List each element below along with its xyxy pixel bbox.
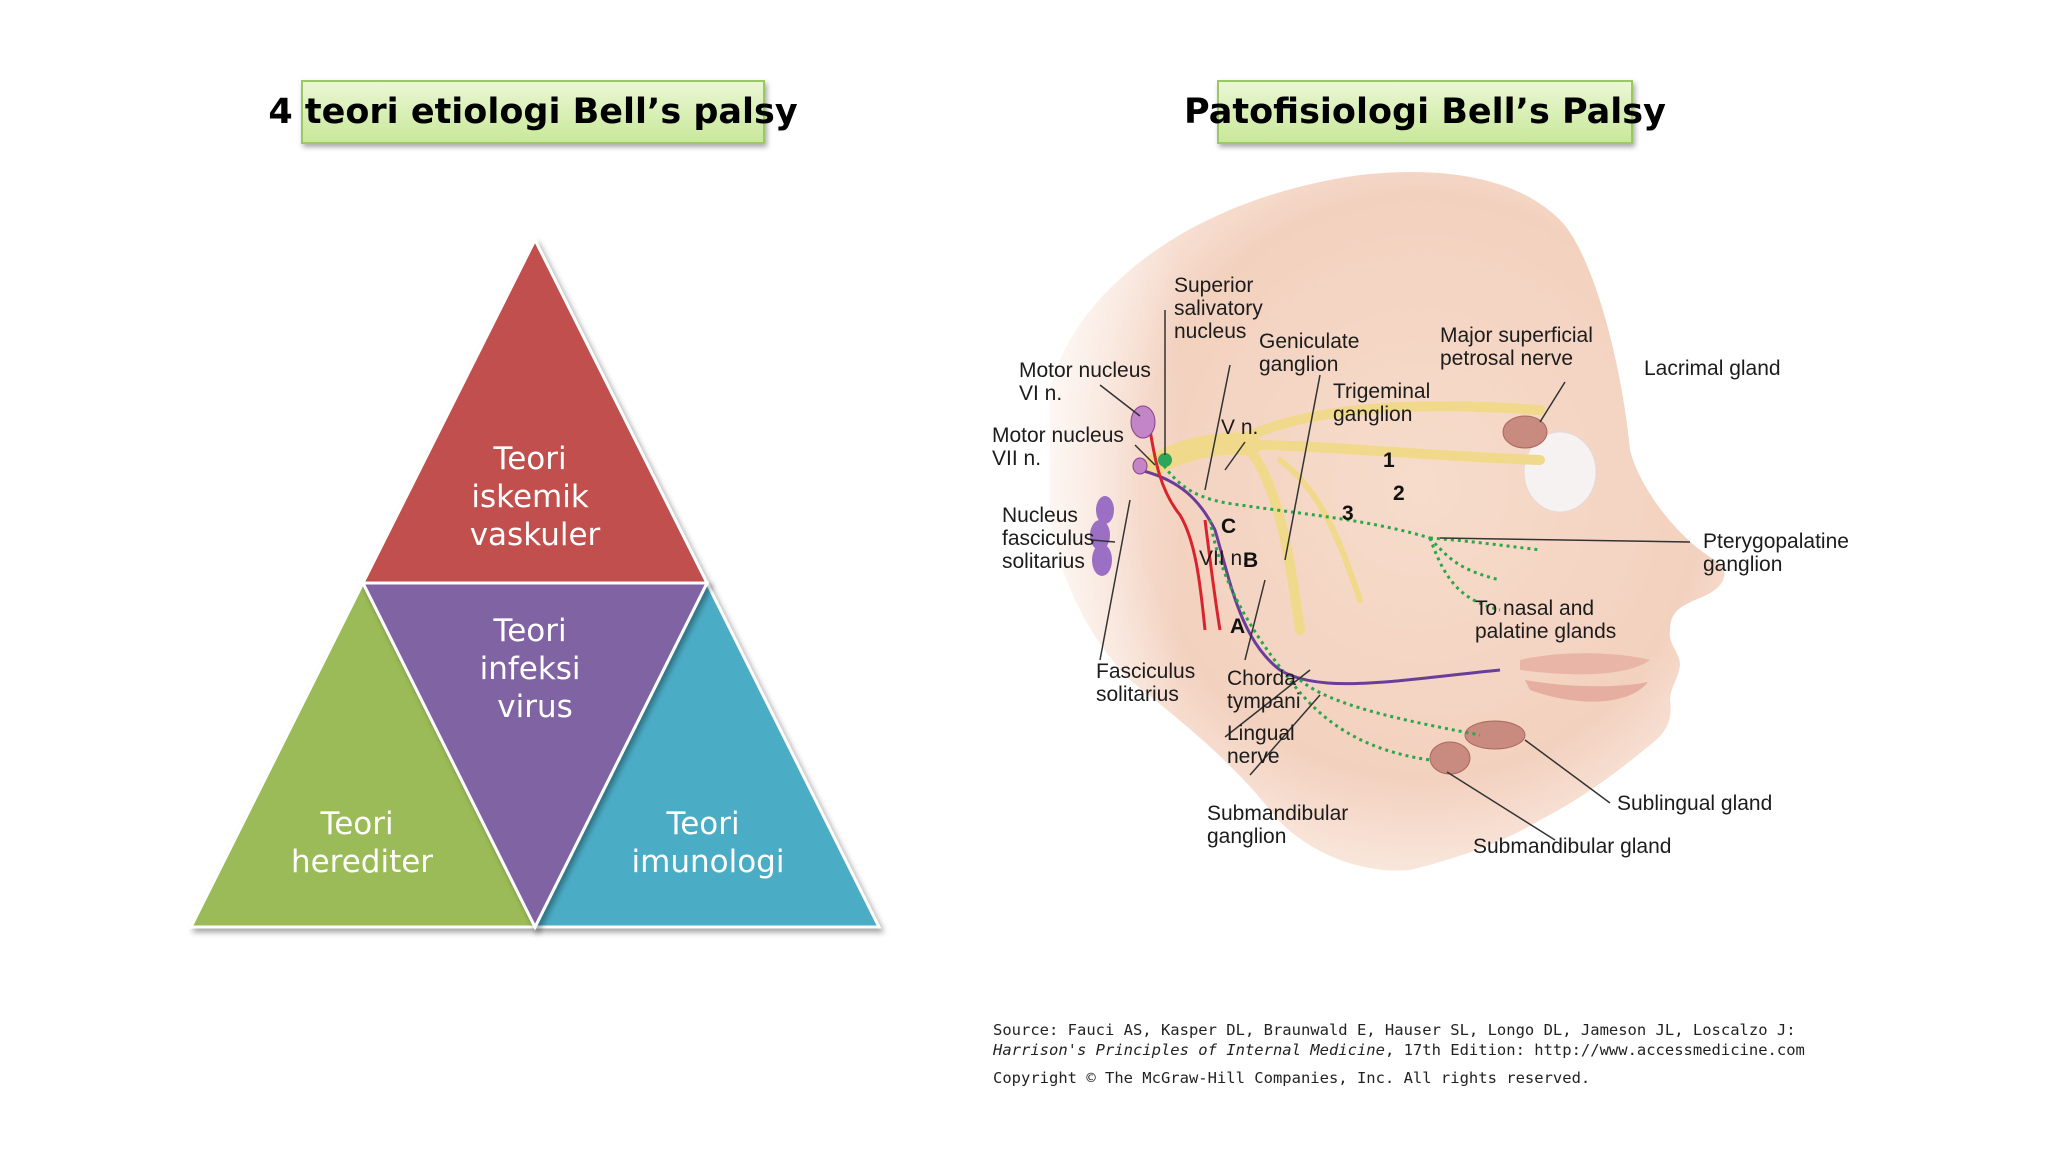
label-superior-salivatory-nucleus: Superior salivatory nucleus <box>1174 274 1269 343</box>
submandibular-gland <box>1429 741 1471 775</box>
label-major-superficial-petrosal-nerve: Major superficial petrosal nerve <box>1440 324 1599 370</box>
source-citation: Source: Fauci AS, Kasper DL, Braunwald E… <box>993 1020 1805 1088</box>
superior-salivatory-nucleus <box>1158 453 1172 467</box>
red-nerve-a <box>1148 429 1207 631</box>
label-number-1: 1 <box>1383 449 1395 472</box>
triangle-infeksi-virus <box>360 581 710 931</box>
label-to-nasal-and-palatine-glands: To nasal and palatine glands <box>1475 597 1616 643</box>
label-imunologi: Teori imunologi <box>632 806 785 880</box>
label-letter-b: B <box>1243 549 1258 572</box>
label-chorda-tympani: Chorda tympani <box>1227 667 1302 713</box>
lips <box>1520 653 1650 675</box>
label-motor-nucleus-vi: Motor nucleus VI n. <box>1019 359 1157 405</box>
copyright-line: Copyright © The McGraw-Hill Companies, I… <box>993 1069 1591 1087</box>
label-infeksi-virus: Teori infeksi virus <box>480 613 591 725</box>
label-vii-nerve: VII n. <box>1199 547 1248 570</box>
left-title: 4 teori etiologi Bell’s palsy <box>268 80 798 144</box>
label-letter-a: A <box>1230 615 1245 638</box>
etiology-pyramid: Teori iskemik vaskuler Teori infeksi vir… <box>188 236 882 931</box>
facial-nerve-anatomy-illustration: Superior salivatory nucleus Geniculate g… <box>980 160 1855 940</box>
label-letter-c: C <box>1221 515 1236 538</box>
label-submandibular-ganglion: Submandibular ganglion <box>1207 802 1354 848</box>
source-book-title: Harrison's Principles of Internal Medici… <box>993 1041 1385 1059</box>
label-motor-nucleus-vii: Motor nucleus VII n. <box>992 424 1130 470</box>
eye <box>1523 431 1597 513</box>
leader-lines <box>1091 310 1691 841</box>
label-herediter: Teori herediter <box>291 806 433 880</box>
sublingual-gland <box>1464 720 1526 750</box>
parasympathetic-fibers <box>1158 459 1541 762</box>
label-geniculate-ganglion: Geniculate ganglion <box>1259 330 1365 376</box>
source-line-2: Harrison's Principles of Internal Medici… <box>993 1040 1805 1060</box>
label-submandibular-gland: Submandibular gland <box>1473 835 1671 858</box>
lacrimal-gland <box>1502 415 1548 449</box>
label-iskemik-vaskuler: Teori iskemik vaskuler <box>470 441 601 553</box>
source-line-1: Source: Fauci AS, Kasper DL, Braunwald E… <box>993 1021 1796 1039</box>
motor-nucleus-vi <box>1130 405 1156 439</box>
nucleus-fasciculus-solitarius <box>1090 496 1114 576</box>
label-v-nerve: V n. <box>1221 416 1258 439</box>
label-number-2: 2 <box>1393 482 1405 505</box>
source-edition-url: , 17th Edition: http://www.accessmedicin… <box>1384 1041 1805 1059</box>
label-number-3: 3 <box>1342 502 1354 525</box>
label-trigeminal-ganglion: Trigeminal ganglion <box>1333 380 1436 426</box>
label-fasciculus-solitarius: Fasciculus solitarius <box>1096 660 1201 706</box>
motor-nucleus-vii <box>1132 457 1148 475</box>
label-sublingual-gland: Sublingual gland <box>1617 792 1772 815</box>
label-lacrimal-gland: Lacrimal gland <box>1644 357 1781 380</box>
label-pterygopalatine-ganglion: Pterygopalatine ganglion <box>1703 530 1855 576</box>
right-title: Patofisiologi Bell’s Palsy <box>1184 80 1666 144</box>
label-nucleus-fasciculus-solitarius: Nucleus fasciculus solitarius <box>1002 504 1100 573</box>
label-lingual-nerve: Lingual nerve <box>1227 722 1301 768</box>
